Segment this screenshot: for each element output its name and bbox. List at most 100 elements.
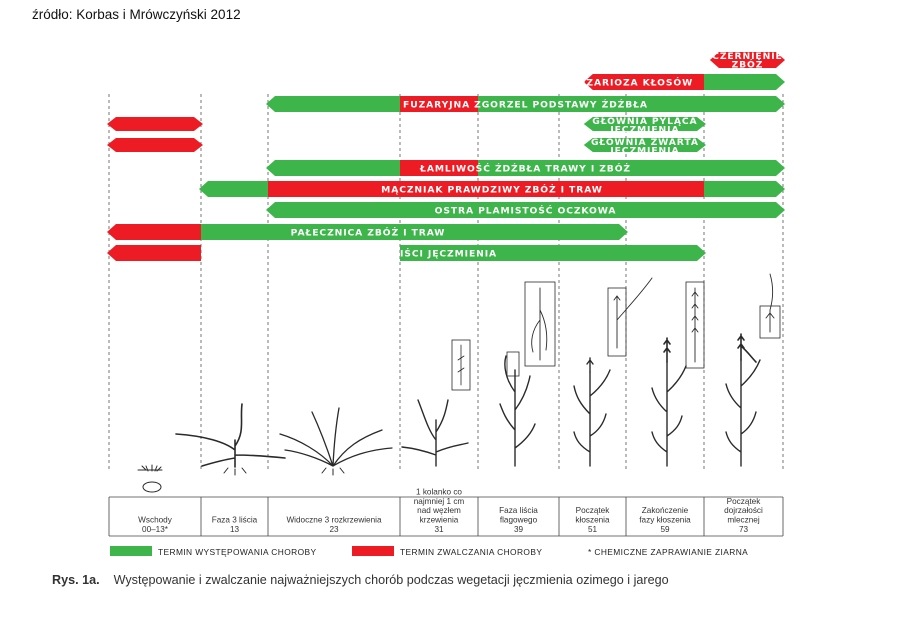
stage-label: 23 <box>329 525 339 534</box>
legend-note: * CHEMICZNE ZAPRAWIANIE ZIARNA <box>588 547 748 557</box>
seed-icon <box>142 481 162 493</box>
stage-label: mlecznej <box>727 516 759 525</box>
bar-segment-red <box>583 74 704 90</box>
bar-segment-red <box>400 160 478 176</box>
figure-caption-text: Występowanie i zwalczanie najważniejszyc… <box>113 573 669 587</box>
source-label: źródło: Korbas i Mrówczyński 2012 <box>32 7 241 22</box>
bar-segment-green <box>583 138 706 152</box>
bar-label: ŁAMLIWOŚĆ ŹDŹBŁA TRAWY I ZBÓŻ <box>419 162 631 174</box>
detail-box <box>524 281 556 367</box>
plant-stroke <box>401 399 469 467</box>
bar-segment-red <box>107 224 201 240</box>
bar-label: GŁOWNIA PYLĄCA <box>592 116 697 127</box>
stage-label: kłoszenia <box>575 516 610 525</box>
stage-dividers <box>108 94 784 472</box>
legend: TERMIN WYSTĘPOWANIA CHOROBY TERMIN ZWALC… <box>110 546 748 557</box>
stage-label: Faza liścia <box>499 506 538 515</box>
bar-segment-green <box>478 160 785 176</box>
stage-label: 59 <box>660 525 670 534</box>
stage-label: Faza 3 liścia <box>212 516 258 525</box>
disease-bar: OSTRA PLAMISTOŚĆ OCZKOWA <box>266 202 785 218</box>
plant-stroke <box>175 403 286 468</box>
stage-label: Zakończenie <box>642 506 689 515</box>
bar-segment-green <box>266 96 400 112</box>
disease-bar: PASIASTOŚĆ LIŚCI JĘCZMIENIA <box>107 245 706 261</box>
detail-box <box>451 339 471 391</box>
bar-label: JĘCZMIENIA <box>609 146 679 157</box>
stage-label: fazy kłoszenia <box>639 516 691 525</box>
bar-segment-green <box>583 117 706 131</box>
bar-label: JĘCZMIENIA <box>609 125 679 136</box>
bar-label: ZBÓŻ <box>732 59 764 71</box>
bar-segment-green <box>266 202 785 218</box>
plant-stroke <box>586 357 594 373</box>
plant-stroke <box>321 467 345 476</box>
stage-label: 13 <box>230 525 240 534</box>
bar-segment-green <box>199 181 268 197</box>
disease-bar <box>107 117 203 131</box>
legend-red-swatch <box>352 546 394 556</box>
stage-label: 00–13* <box>142 525 169 534</box>
plant-stroke <box>651 361 687 467</box>
figure-caption: Rys. 1a. Występowanie i zwalczanie najważ… <box>52 573 669 587</box>
bar-label: CZERNIENIE <box>712 51 783 62</box>
detail-box <box>685 281 705 369</box>
bar-segment-red <box>107 245 201 261</box>
plant-stroke <box>573 369 611 467</box>
bar-segment-red <box>709 52 785 68</box>
detail-box <box>759 305 781 339</box>
bar-label: OSTRA PLAMISTOŚĆ OCZKOWA <box>435 204 617 216</box>
disease-bar: MĄCZNIAK PRAWDZIWY ZBÓŻ I TRAW <box>199 181 785 197</box>
stage-label: Wschody <box>138 516 173 525</box>
stage-label: Początek <box>576 506 611 515</box>
bar-segment-green <box>201 224 628 240</box>
disease-bar: FUZARIOZA KŁOSÓW <box>571 74 785 90</box>
bar-segment-red <box>268 181 704 197</box>
bar-segment-red <box>400 96 478 112</box>
disease-bar <box>107 138 203 152</box>
disease-bar: PAŁECZNICA ZBÓŻ I TRAW <box>107 224 628 240</box>
plant-stroke <box>613 277 653 349</box>
bar-segment-green <box>704 74 785 90</box>
stage-label: 31 <box>434 525 444 534</box>
stage-label: 73 <box>739 525 749 534</box>
figure-number: Rys. 1a. <box>52 573 100 587</box>
bar-segment-red <box>107 138 203 152</box>
bar-segment-green <box>266 160 400 176</box>
stage-label: dojrzałości <box>724 506 763 515</box>
stage-label: Początek <box>727 497 762 506</box>
plant-stroke <box>531 287 548 361</box>
bar-segment-red <box>107 117 203 131</box>
disease-bar: FUZARYJNA ZGORZEL PODSTAWY ŹDŹBŁA <box>266 96 785 112</box>
plant-stroke <box>457 344 465 386</box>
stage-label: najmniej 1 cm <box>414 497 465 506</box>
detail-box <box>506 351 520 377</box>
bar-label: PASIASTOŚĆ LIŚCI JĘCZMIENIA <box>316 247 497 259</box>
bar-label: PAŁECZNICA ZBÓŻ I TRAW <box>291 226 446 238</box>
plant-stroke <box>725 359 761 467</box>
bar-label: MĄCZNIAK PRAWDZIWY ZBÓŻ I TRAW <box>381 183 603 195</box>
bar-segment-green <box>478 96 785 112</box>
stage-label: Widoczne 3 rozkrzewienia <box>286 516 382 525</box>
stage-label: 51 <box>588 525 598 534</box>
plant-stroke <box>137 464 163 472</box>
stage-label: flagowego <box>500 516 538 525</box>
disease-bar: ŁAMLIWOŚĆ ŹDŹBŁA TRAWY I ZBÓŻ <box>266 160 785 176</box>
stage-label: 1 kolanko co <box>416 487 462 496</box>
plant-stroke <box>737 333 757 363</box>
detail-box <box>607 287 627 357</box>
stage-label: 39 <box>514 525 524 534</box>
bar-label: FUZARYJNA ZGORZEL PODSTAWY ŹDŹBŁA <box>403 98 648 110</box>
plant-illustrations <box>137 273 781 493</box>
plant-stroke <box>691 287 699 363</box>
stage-label: krzewienia <box>420 516 459 525</box>
plant-stroke <box>499 355 536 467</box>
stage-label: nad węzłem <box>417 506 461 515</box>
legend-green-label: TERMIN WYSTĘPOWANIA CHOROBY <box>158 547 316 557</box>
